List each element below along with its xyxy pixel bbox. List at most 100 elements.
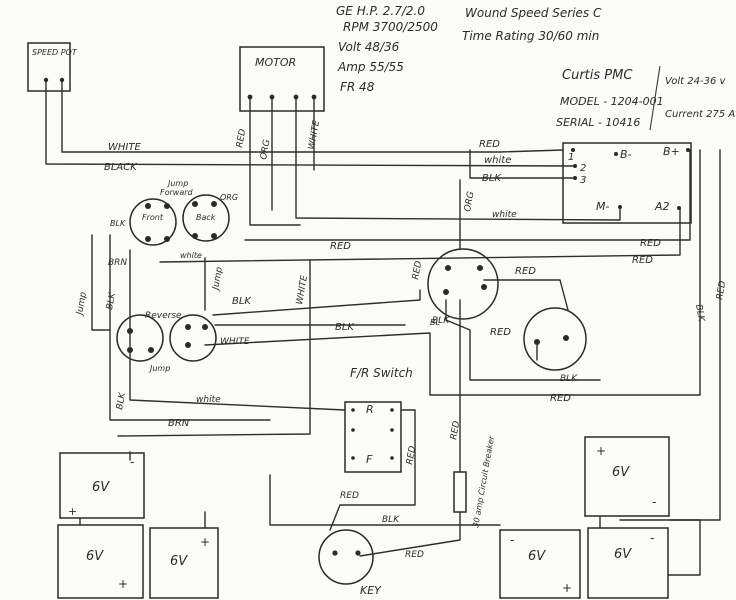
label-white-motor: WHITE	[307, 119, 322, 150]
wire-blk-mid	[212, 289, 421, 316]
label-red-ctrl: RED	[479, 139, 500, 150]
back-solenoid	[182, 194, 230, 242]
fr-switch-label: F/R Switch	[350, 366, 413, 380]
wire-red-aux	[483, 279, 569, 311]
front-solenoid	[129, 198, 177, 246]
controller-b-plus: B+	[663, 145, 680, 158]
jump-label-top: Jump	[166, 179, 188, 188]
controller-t1: 1	[568, 152, 574, 163]
controller-serial: SERIAL - 10416	[556, 116, 640, 129]
label-blk-vert-right: BLK	[693, 304, 706, 324]
battery-1-minus: -	[130, 455, 134, 469]
label-red-vert-right: RED	[715, 280, 728, 300]
speed-pot: SPEED POT	[27, 42, 78, 92]
label-red-aux2: RED	[490, 327, 511, 338]
reverse-left-terminal-3	[148, 347, 154, 353]
wire-red-right	[669, 149, 721, 521]
spec-rpm: RPM 3700/2500	[343, 20, 438, 34]
fr-switch-f: F	[366, 453, 373, 466]
wire-white-motor	[295, 98, 621, 221]
back-terminal-2	[211, 201, 217, 207]
controller-b-minus: B-	[620, 148, 631, 161]
forward-label: Forward	[160, 188, 194, 197]
main-solenoid	[427, 248, 499, 320]
battery-5-label: 6V	[528, 549, 546, 564]
wire-black-pot	[45, 81, 576, 167]
label-org-sol: ORG	[220, 193, 238, 202]
battery-2-plus: +	[118, 577, 128, 591]
motor: MOTOR	[239, 46, 325, 112]
label-brn: BRN	[168, 418, 190, 429]
wires	[45, 81, 721, 576]
fr-switch: F/R Switch R F	[344, 366, 413, 473]
aux-solenoid-terminal-2	[563, 335, 569, 341]
wire-blk-left	[109, 234, 271, 421]
controller-volt: Volt 24-36 v	[665, 76, 726, 87]
speed-pot-terminal-1	[43, 77, 49, 83]
reverse-label: Reverse	[145, 311, 182, 321]
battery-2-label: 6V	[86, 549, 104, 564]
back-label: Back	[196, 213, 216, 222]
back-terminal-1	[192, 201, 198, 207]
label-jump-left: Jump	[75, 291, 89, 317]
fr-terminal-5	[351, 456, 355, 460]
battery-5-minus: -	[510, 533, 514, 547]
reverse-right-terminal-1	[185, 324, 191, 330]
label-red-mid: RED	[330, 241, 351, 252]
label-bl: BL	[430, 318, 440, 327]
spec-hp: GE H.P. 2.7/2.0	[336, 4, 425, 18]
label-red-vert2: RED	[411, 260, 424, 280]
battery-4-label: 6V	[612, 465, 630, 480]
wire-red-fr	[329, 409, 416, 531]
motor-terminal-3	[293, 94, 299, 100]
main-solenoid-terminal-4	[481, 284, 487, 290]
reverse-solenoid-right	[169, 314, 217, 362]
fr-terminal-3	[351, 428, 355, 432]
battery-3-label: 6V	[170, 554, 188, 569]
controller-current: Current 275 A	[665, 109, 735, 120]
battery-1-label: 6V	[92, 480, 110, 495]
breaker-body	[453, 471, 467, 513]
battery-3	[149, 527, 219, 599]
wire-blk-long	[204, 149, 701, 396]
wire-blk-aux	[445, 299, 601, 381]
label-red-right-2: RED	[632, 255, 653, 266]
fr-terminal-1	[351, 408, 355, 412]
label-red-motor: RED	[235, 128, 248, 148]
label-jump-right: Jump	[211, 266, 225, 292]
spec-volt: Volt 48/36	[338, 40, 400, 54]
front-terminal-1	[145, 203, 151, 209]
label-red-vert4: RED	[405, 445, 418, 465]
reverse-right-terminal-2	[202, 324, 208, 330]
spec-rating: Time Rating 30/60 min	[462, 29, 599, 43]
controller-m-minus: M-	[596, 200, 609, 213]
label-blk-sol: BLK	[432, 316, 450, 326]
label-red-vert3: RED	[449, 420, 462, 440]
label-blk-sol2: BLK	[110, 219, 126, 228]
fr-terminal-2	[390, 408, 394, 412]
controller-box	[562, 142, 692, 224]
main-solenoid-terminal-2	[477, 265, 483, 271]
label-blk-left-2: BLK	[115, 391, 128, 411]
speed-pot-label: SPEED POT	[32, 48, 78, 57]
label-red-fr: RED	[340, 491, 359, 501]
main-solenoids	[427, 248, 587, 371]
label-blk-ctrl: BLK	[482, 173, 502, 184]
controller-terminal-1	[571, 148, 575, 152]
wire-red-key	[359, 511, 461, 557]
battery-4-minus: -	[652, 495, 656, 509]
forward-solenoids: Jump Forward Front Back	[129, 179, 230, 246]
label-org-motor: ORG	[259, 139, 272, 161]
battery-3-plus: +	[200, 535, 210, 549]
wire-red-motor	[249, 98, 301, 226]
controller: 1 2 3 B- B+ M- A2	[562, 142, 692, 224]
speed-pot-terminal-2	[59, 77, 65, 83]
main-solenoid-terminal-1	[445, 265, 451, 271]
motor-spec-notes: GE H.P. 2.7/2.0 RPM 3700/2500 Volt 48/36…	[336, 4, 602, 94]
battery-6-label: 6V	[614, 547, 632, 562]
motor-terminal-4	[311, 94, 317, 100]
wire-jump-left	[91, 234, 111, 331]
key-terminal-2	[355, 550, 361, 556]
label-org-vert2: ORG	[463, 191, 476, 213]
